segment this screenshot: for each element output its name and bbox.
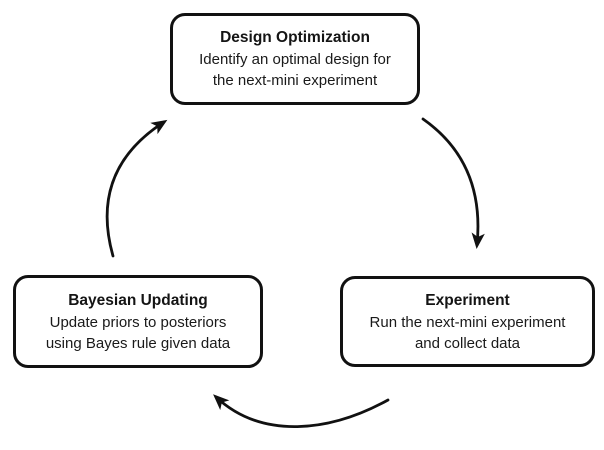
node-experiment: Experiment Run the next-mini experiment … bbox=[340, 276, 595, 367]
arrow-design-to-experiment bbox=[421, 117, 485, 249]
node-description-line: using Bayes rule given data bbox=[45, 334, 231, 352]
node-description-line: Update priors to posteriors bbox=[49, 313, 227, 331]
node-description-line: and collect data bbox=[414, 334, 521, 352]
node-title: Experiment bbox=[425, 291, 510, 309]
node-title: Design Optimization bbox=[220, 29, 370, 46]
node-description-line: Identify an optimal design for bbox=[199, 51, 391, 68]
node-description-line: the next-mini experiment bbox=[212, 72, 378, 89]
node-bayesian-updating: Bayesian Updating Update priors to poste… bbox=[13, 275, 263, 368]
arrow-experiment-to-bayesian bbox=[213, 394, 390, 429]
node-description-line: Run the next-mini experiment bbox=[369, 313, 566, 331]
node-design-optimization: Design Optimization Identify an optimal … bbox=[170, 13, 420, 105]
node-title: Bayesian Updating bbox=[68, 291, 208, 309]
arrow-bayesian-to-design bbox=[105, 119, 168, 258]
